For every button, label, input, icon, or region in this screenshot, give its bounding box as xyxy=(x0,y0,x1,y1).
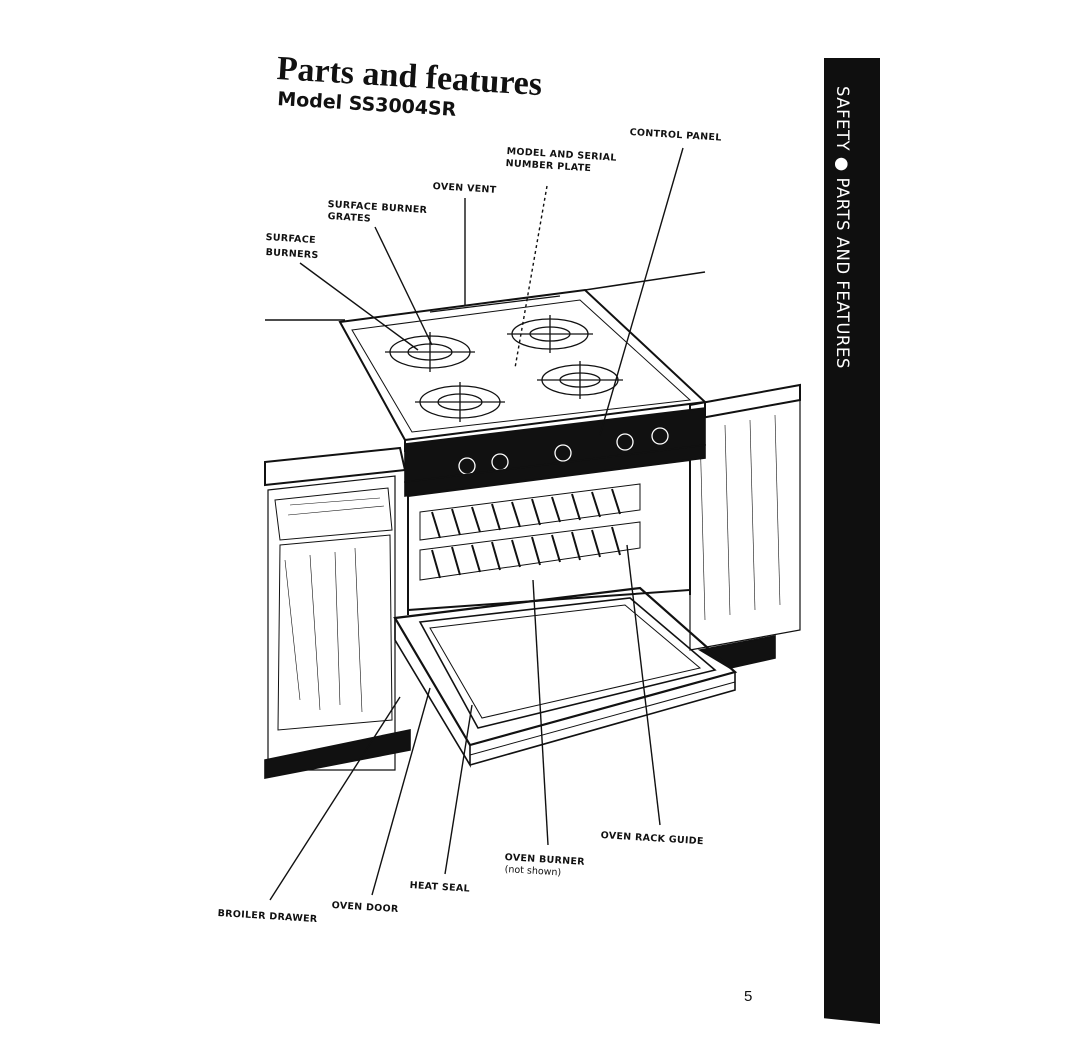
page-number: 5 xyxy=(744,988,753,1005)
section-tab xyxy=(824,58,880,1024)
surface-burner-grates-label-line2: GRATES xyxy=(327,211,372,225)
section-tab-label: SAFETY ● PARTS AND FEATURES xyxy=(833,86,852,369)
